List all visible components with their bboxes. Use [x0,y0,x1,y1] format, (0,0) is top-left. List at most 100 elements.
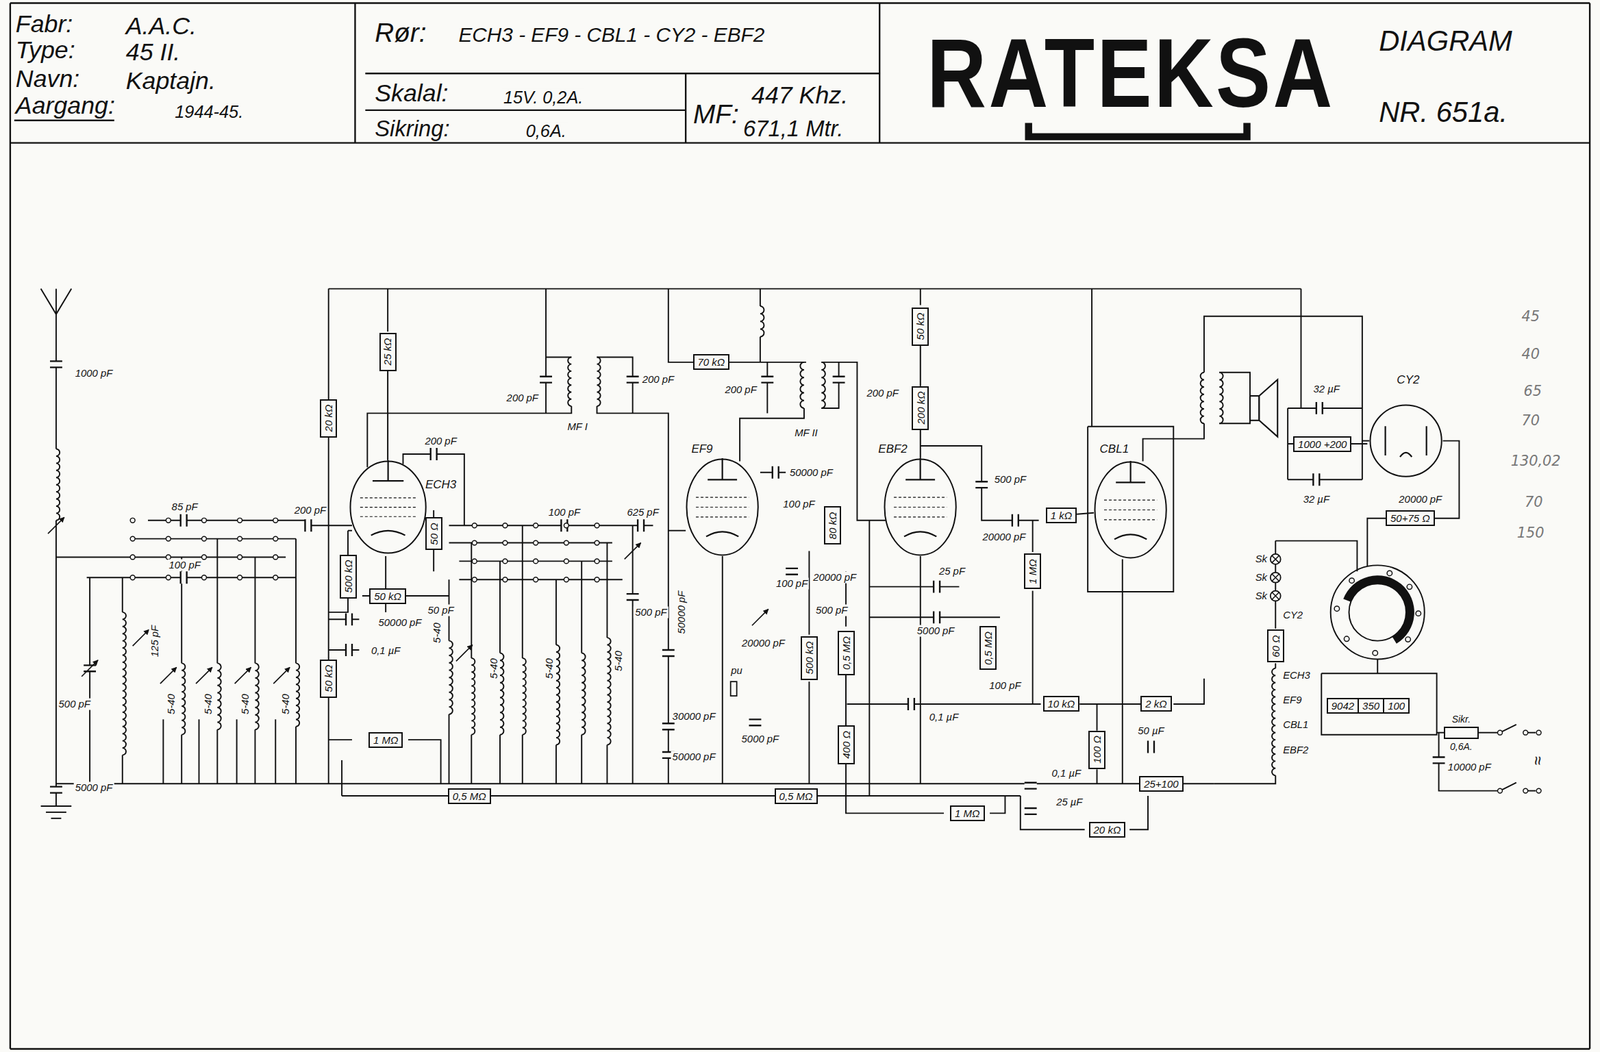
capacitor-gap [975,481,988,488]
frame-line [365,109,686,111]
component-value: 30000 pF [671,710,718,722]
wire [521,525,524,659]
selector-contact [1343,636,1349,642]
coil-symbol [556,645,560,746]
switch-contact [502,523,508,529]
wire [1214,775,1276,784]
tube-electrodes [1385,426,1427,457]
component-value: 125 pF [149,623,161,658]
component-value: 50 kΩ [323,665,334,693]
component-value: 0,6A. [1450,741,1473,752]
capacitor-plates [785,568,798,575]
wire [328,739,353,741]
switch-contact [273,575,279,581]
component-value: 32 µF [1312,382,1342,395]
wire [147,520,353,526]
coil-symbol [56,449,60,521]
resistor-box: 1000 +200 [1293,436,1352,453]
trimmer-arrow [47,517,65,534]
wire [45,811,67,814]
capacitor-plates [1024,808,1037,815]
coil-symbol [181,663,185,735]
switch-contact [202,575,207,581]
wire [1096,769,1098,784]
component-value: 20000 pF [740,636,787,649]
capacitor-gap [626,376,640,383]
pencil-note: 150 [1515,524,1546,541]
capacitor-plates [772,466,779,479]
header-text: NR. 651a. [1377,97,1509,128]
wire [341,760,343,796]
header-text: 1944-45. [173,102,245,122]
wire [919,556,922,784]
tube-symbol: EBF2 [883,458,957,557]
switch-contact [502,558,508,564]
selector-contact [1372,650,1378,656]
capacitor-plates [180,514,187,527]
wire [545,289,572,358]
capacitor-plates [1024,782,1037,790]
switch-contact [502,540,508,546]
wire [328,618,360,620]
component-value: 5-40 [239,692,251,716]
resistor-box: 500 kΩ [800,636,818,681]
capacitor-symbol [772,466,779,479]
tube-grids [359,497,416,517]
capacitor-symbol [50,786,63,794]
wire [121,754,124,784]
lamp-symbol [1270,591,1281,602]
wire [668,289,694,363]
header-text: 447 Khz. [750,82,850,109]
component-value: 25 pF [937,565,967,578]
switch-contact [165,517,171,523]
switch-contact [202,517,207,523]
wire [1300,289,1303,409]
wire [759,289,761,307]
frame-line [9,2,11,1049]
component-value: 100 [1387,700,1405,711]
switch-contact [202,536,207,542]
capacitor-symbol [749,719,762,726]
capacitor-gap [662,650,675,657]
capacitor-symbol [1024,782,1037,790]
component-value: 85 pF [170,501,200,514]
capacitor-gap [908,697,915,711]
component-value: 100 pF [547,506,582,518]
component-value: 5000 pF [740,732,781,745]
capacitor-plates [749,719,762,726]
component-value: 500 pF [814,604,849,616]
component-value: 100 pF [987,680,1022,692]
component-value: 50 µF [1136,724,1166,737]
wire [1275,541,1357,572]
wire [868,520,870,796]
resistor-box: 400 Ω [837,725,855,765]
capacitor-plates [430,447,437,461]
capacitor-symbol [760,376,774,383]
tube-symbol: CY2 [1369,404,1443,478]
component-value: 5-40 [488,656,500,681]
pencil-note: 70 [1523,494,1545,511]
switch-contact [563,523,569,529]
resistor-box: 10 kΩ [1043,695,1081,712]
component-value: Sk [1254,553,1269,566]
capacitor-plates [345,643,353,657]
component-value: Sikr. [1452,714,1471,724]
wire [1376,658,1379,674]
wire [216,729,218,784]
wire [597,356,633,414]
component-value: 625 pF [625,506,660,518]
component-value: pu [729,664,744,677]
tube-grid [893,497,947,498]
component-value: 50000 pF [788,466,835,479]
component-value: 50 kΩ [373,591,402,602]
component-value: 5-40 [165,692,178,716]
lamp-bulb [1270,554,1281,565]
component-value: 500 kΩ [343,560,354,594]
capacitor-symbol [637,519,644,532]
capacitor-gap [1012,514,1019,527]
coil-symbol [295,663,300,727]
capacitor-symbol [539,376,553,383]
tube-grid [695,506,749,508]
selector-contact [1349,578,1355,583]
tube-grid [695,497,749,498]
